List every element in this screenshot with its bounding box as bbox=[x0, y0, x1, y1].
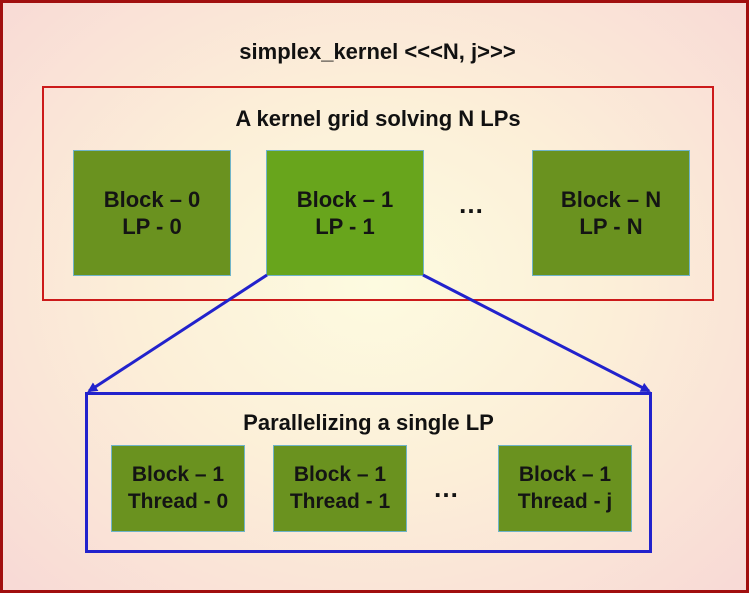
block-label: Block – 1 bbox=[293, 463, 387, 487]
arrow-left bbox=[87, 273, 268, 393]
single-lp-title: Parallelizing a single LP bbox=[243, 410, 494, 435]
thread-block-0: Block – 1 Thread - 0 bbox=[111, 445, 245, 532]
single-lp-box bbox=[85, 392, 652, 553]
thread-label: Thread - 0 bbox=[127, 489, 229, 513]
kernel-title: simplex_kernel <<<N, j>>> bbox=[239, 39, 516, 64]
grid-ellipsis: … bbox=[458, 189, 486, 219]
thread-label: Thread - 1 bbox=[289, 489, 391, 513]
lp-label: LP - N bbox=[579, 214, 643, 239]
grid-block-1: Block – 1 LP - 1 bbox=[266, 150, 424, 276]
grid-block-n: Block – N LP - N bbox=[532, 150, 690, 276]
block-label: Block – 1 bbox=[518, 463, 612, 487]
lp-label: LP - 0 bbox=[122, 214, 182, 239]
arrow-right bbox=[422, 273, 651, 393]
thread-block-1: Block – 1 Thread - 1 bbox=[273, 445, 407, 532]
grid-block-0: Block – 0 LP - 0 bbox=[73, 150, 231, 276]
thread-ellipsis: … bbox=[433, 473, 461, 503]
kernel-grid-box bbox=[42, 86, 714, 301]
expansion-arrows bbox=[87, 273, 651, 393]
kernel-grid-title: A kernel grid solving N LPs bbox=[235, 106, 521, 131]
block-label: Block – N bbox=[560, 186, 662, 212]
block-label: Block – 1 bbox=[296, 186, 394, 212]
thread-label: Thread - j bbox=[517, 489, 613, 513]
thread-block-j: Block – 1 Thread - j bbox=[498, 445, 632, 532]
block-label: Block – 0 bbox=[103, 186, 201, 212]
lp-label: LP - 1 bbox=[315, 214, 375, 239]
block-label: Block – 1 bbox=[131, 463, 225, 487]
